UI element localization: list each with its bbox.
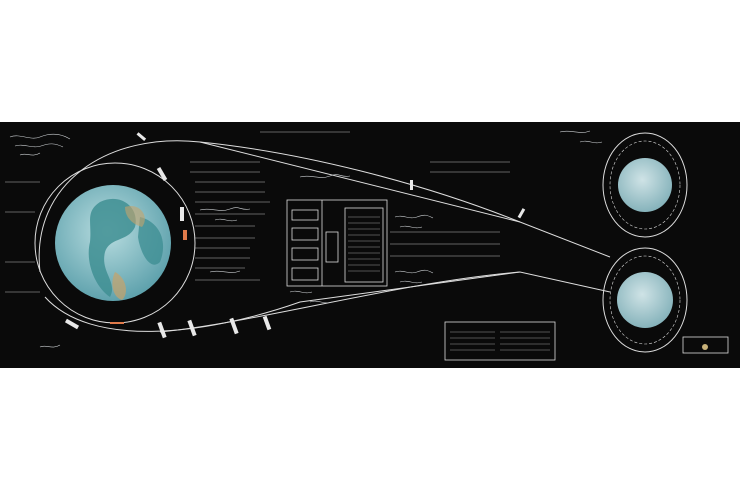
- upper-moon-orbit: [602, 132, 688, 238]
- abbreviations-legend: [444, 321, 556, 361]
- annotation-lines: [5, 131, 510, 293]
- publisher-logo: [682, 336, 729, 354]
- handwritten-signatures: [9, 130, 603, 348]
- lower-moon-orbit: [602, 247, 688, 353]
- control-block-diagram: [286, 199, 388, 287]
- apollo-mission-diagram: [0, 122, 740, 368]
- spacecraft-markers: [64, 132, 526, 339]
- earth-globe: [55, 185, 171, 301]
